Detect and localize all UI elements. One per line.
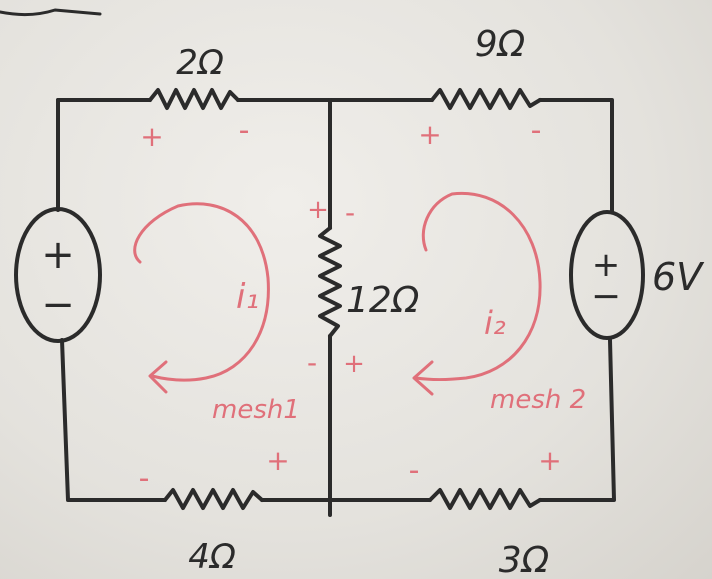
wire-top-right	[538, 98, 614, 214]
sign-middle-bottom-plus: +	[343, 349, 365, 379]
sign-middle-bottom-minus: -	[307, 346, 317, 379]
voltage-source-left	[14, 207, 102, 343]
right-source-minus: −	[591, 276, 621, 317]
wire-bottom-right	[538, 338, 616, 502]
resistor-bottom-right	[428, 488, 542, 510]
sign-top-left-minus: -	[239, 113, 250, 148]
sign-bottom-left-plus: +	[266, 444, 289, 477]
mesh1-arrowhead	[148, 360, 168, 394]
resistor-top-right	[430, 88, 542, 110]
label-resistor-bottom-left: 4Ω	[188, 537, 236, 577]
voltage-source-right	[569, 210, 645, 340]
mesh1-loop-arrow	[133, 202, 270, 382]
wire-left-lower	[60, 338, 167, 502]
resistor-middle	[318, 226, 342, 338]
mesh1-name-label: mesh1	[212, 395, 300, 425]
sign-bottom-left-minus: -	[139, 461, 150, 496]
resistor-top-left	[148, 88, 240, 110]
label-resistor-middle: 12Ω	[346, 280, 420, 321]
mesh2-loop-arrow	[414, 191, 542, 381]
right-source-value: 6V	[652, 255, 705, 299]
mesh2-name-label: mesh 2	[490, 385, 586, 415]
label-resistor-bottom-right: 3Ω	[499, 540, 550, 579]
edge-scribble	[0, 8, 102, 17]
sign-top-left-plus: +	[140, 120, 163, 153]
mesh2-current-label: i₂	[484, 304, 506, 342]
mesh1-current-label: i₁	[236, 277, 259, 317]
resistor-bottom-left	[163, 488, 264, 510]
sign-middle-top-plus: +	[307, 195, 329, 225]
sign-bottom-right-plus: +	[538, 444, 561, 477]
right-source-plus: +	[592, 245, 621, 285]
label-resistor-top-left: 2Ω	[176, 43, 224, 83]
wire-top-left	[56, 98, 152, 112]
left-source-minus: −	[41, 282, 75, 328]
sign-top-right-plus: +	[418, 118, 441, 151]
sign-middle-top-minus: -	[345, 196, 355, 229]
left-source-plus: +	[41, 232, 75, 278]
label-resistor-top-right: 9Ω	[475, 24, 526, 65]
sign-top-right-minus: -	[531, 113, 542, 148]
sign-bottom-right-minus: -	[409, 453, 420, 488]
mesh2-arrowhead	[412, 360, 434, 396]
